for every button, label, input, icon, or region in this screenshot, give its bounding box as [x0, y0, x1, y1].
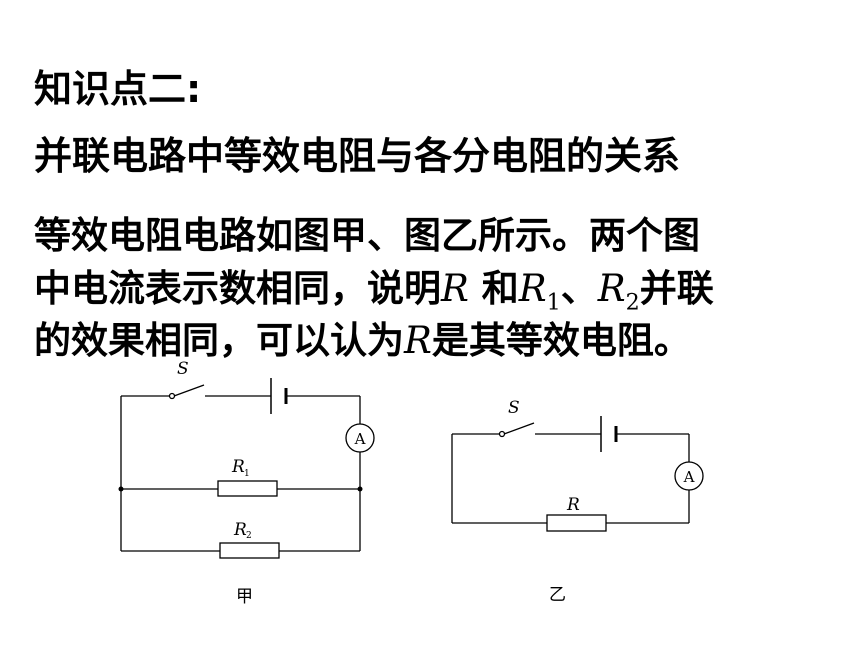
- r-label: R: [566, 495, 580, 515]
- body-line-2: 中电流表示数相同，说明R 和R1、R2并联: [34, 258, 714, 315]
- var-r1: R1: [518, 267, 561, 316]
- separator: 、: [560, 267, 598, 310]
- var-r: R: [441, 267, 469, 310]
- junction-left: [118, 486, 124, 492]
- subheading: 并联电路中等效电阻与各分电阻的关系: [34, 134, 681, 178]
- heading: 知识点二:: [34, 67, 202, 111]
- switch-label-b: S: [508, 398, 520, 418]
- switch-label-a: S: [177, 359, 189, 379]
- body-line-2-mid: 和: [468, 267, 519, 310]
- caption-a: 甲: [236, 587, 253, 607]
- var-r2: R2: [597, 267, 640, 316]
- caption-b: 乙: [549, 585, 566, 605]
- body-line-2-pre: 中电流表示数相同，说明: [34, 267, 441, 310]
- r1-label: R: [231, 457, 245, 477]
- r2-subscript: 2: [246, 531, 252, 541]
- var-r-equivalent: R: [404, 319, 432, 362]
- junction-right: [357, 486, 363, 492]
- body-line-3-post: 是其等效电阻。: [431, 319, 691, 362]
- ammeter-label-a: A: [354, 430, 366, 448]
- body-line-2-post: 并联: [639, 267, 714, 310]
- resistor-r: [546, 514, 607, 532]
- r1-subscript: 1: [244, 469, 250, 479]
- ammeter-label-b: A: [683, 468, 695, 486]
- body-line-3-pre: 的效果相同，可以认为: [34, 319, 404, 362]
- switch-b-pivot: [498, 430, 506, 438]
- switch-blade: [173, 384, 205, 397]
- body-line-1: 等效电阻电路如图甲、图乙所示。两个图: [34, 214, 700, 257]
- body-line-3: 的效果相同，可以认为R是其等效电阻。: [34, 310, 691, 364]
- switch-b-blade: [503, 422, 535, 435]
- r2-label: R: [233, 520, 247, 540]
